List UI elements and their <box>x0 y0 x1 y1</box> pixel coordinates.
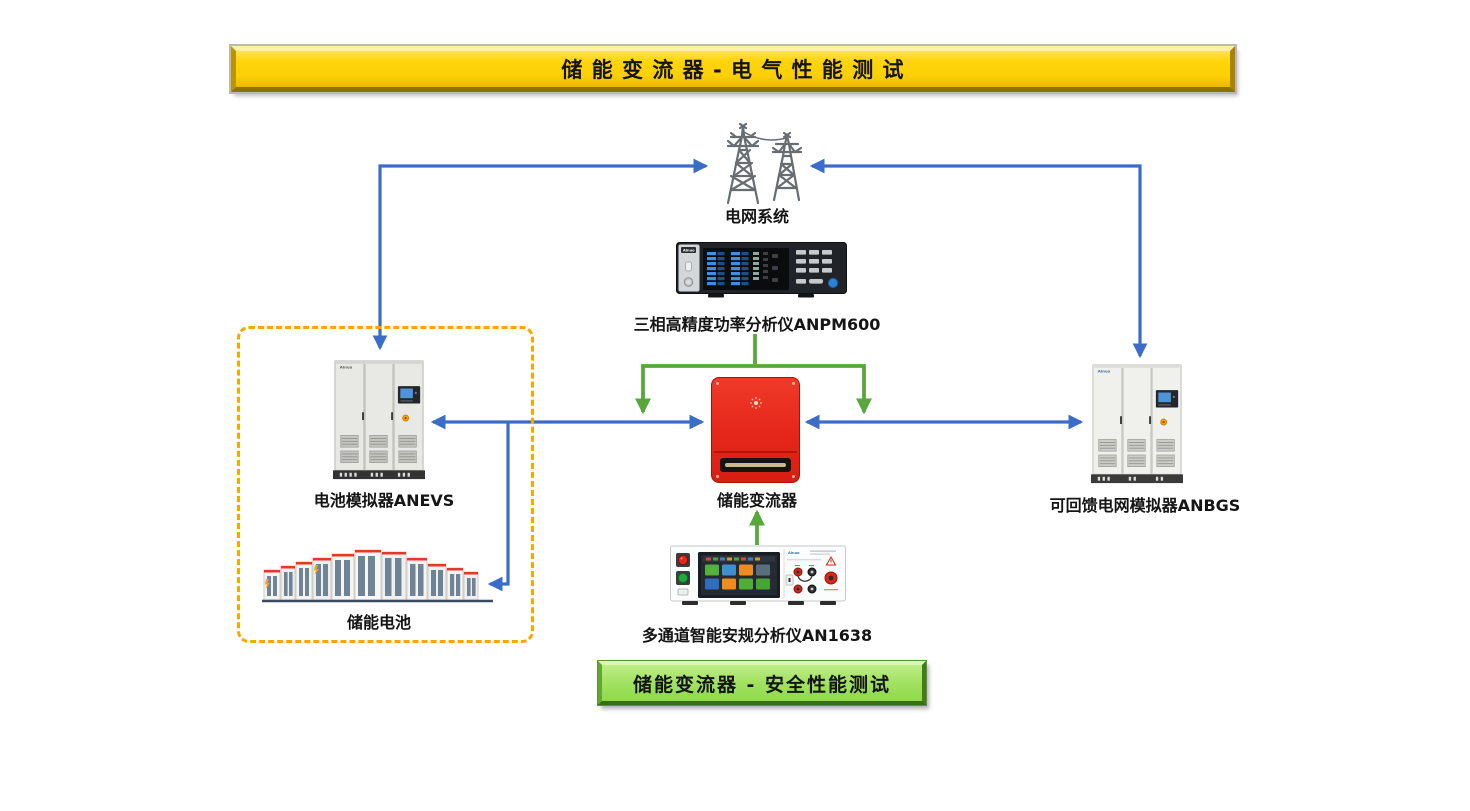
safety-analyzer-label: 多通道智能安规分析仪AN1638 <box>641 626 873 645</box>
sun-logo-icon <box>749 397 762 409</box>
screw-dot <box>792 475 795 478</box>
banner-safety-test: 储能变流器 - 安全性能测试 <box>598 661 926 705</box>
warning-triangle-icon <box>825 555 837 566</box>
screw-dot <box>792 382 795 385</box>
battery-label: 储能电池 <box>346 613 412 632</box>
converter-label: 储能变流器 <box>716 491 798 510</box>
banner-safety-test-label: 储能变流器 - 安全性能测试 <box>632 673 892 696</box>
screw-dot <box>716 475 719 478</box>
analyzer-brand-logo: Ainuo <box>683 249 695 253</box>
battery-containers-icon <box>262 549 493 603</box>
battery-simulator-label: 电池模拟器ANEVS <box>313 491 455 510</box>
battery-group-outline <box>237 326 534 643</box>
power-analyzer-device: Ainuo <box>676 242 847 298</box>
power-analyzer-label: 三相高精度功率分析仪ANPM600 <box>633 315 881 334</box>
battery-simulator-cabinet: Ainuo <box>332 360 426 480</box>
banner-electrical-test: 储 能 变 流 器 - 电 气 性 能 测 试 <box>231 46 1235 92</box>
converter-device <box>711 377 800 483</box>
grid-simulator-label: 可回馈电网模拟器ANBGS <box>1049 496 1241 515</box>
converter-panel-seam <box>714 450 797 453</box>
banner-electrical-test-label: 储 能 变 流 器 - 电 气 性 能 测 试 <box>561 58 905 82</box>
grid-simulator-brand-logo: Ainuo <box>1098 369 1111 374</box>
converter-slot <box>719 458 792 472</box>
battery-simulator-brand-logo: Ainuo <box>340 365 353 370</box>
transmission-tower-icon <box>726 122 803 205</box>
grid-simulator-cabinet: Ainuo <box>1090 364 1184 484</box>
converter-slot-bar <box>724 463 787 467</box>
safety-analyzer-device: Ainuo <box>670 545 846 605</box>
screw-dot <box>716 382 719 385</box>
grid-label: 电网系统 <box>724 207 790 226</box>
safety-analyzer-brand-logo: Ainuo <box>788 551 800 555</box>
